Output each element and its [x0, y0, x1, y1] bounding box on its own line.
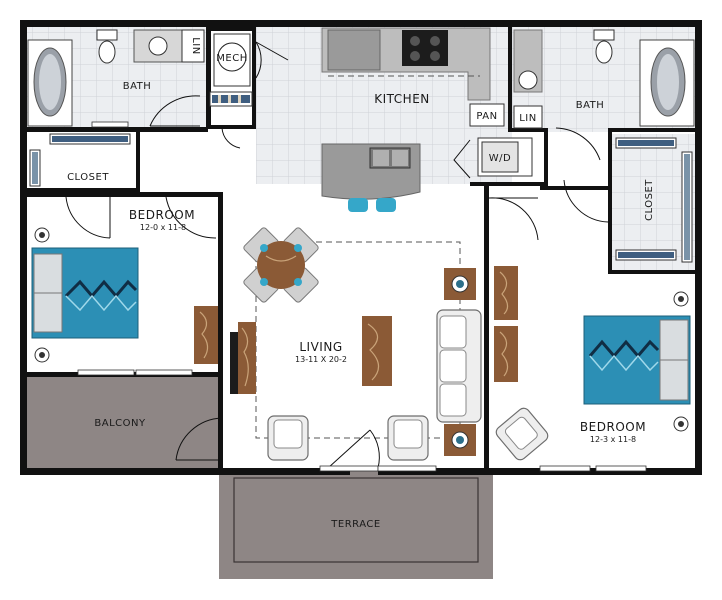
- shelf-books-mech: [212, 95, 250, 103]
- mech-room: MECH: [209, 33, 289, 149]
- bedroom-left-label: BEDROOM: [129, 208, 195, 222]
- washer-dryer: W/D: [477, 137, 533, 177]
- closet-right: CLOSET: [563, 137, 693, 263]
- lin-right-label: LIN: [519, 113, 537, 124]
- bath-left: LIN BATH: [27, 29, 205, 128]
- balcony: BALCONY: [26, 376, 223, 468]
- closet-left-label: CLOSET: [67, 172, 109, 183]
- dresser-right-bottom: [494, 326, 518, 382]
- armchair-left: [267, 415, 309, 461]
- toilet-left: [96, 29, 118, 64]
- bar-stools: [348, 198, 396, 212]
- lin-left-label: LIN: [190, 37, 201, 55]
- stove: [402, 30, 448, 66]
- sink-right: [518, 70, 538, 90]
- bedroom-left-dim: 12-0 x 11-8: [140, 223, 186, 232]
- armchair-right: [495, 407, 549, 461]
- sink-left: [148, 36, 168, 56]
- kitchen-sink-top: [327, 29, 381, 71]
- living-label: LIVING: [299, 340, 342, 354]
- bedroom-right-dim: 12-3 x 11-8: [590, 435, 636, 444]
- closet-left: CLOSET: [29, 133, 131, 187]
- bed-left: [31, 247, 139, 339]
- sofa: [436, 309, 482, 423]
- armchair-middle: [387, 415, 429, 461]
- side-table-top: [444, 268, 476, 300]
- kitchen: KITCHEN PAN W/D: [321, 27, 533, 212]
- living-dim: 13-11 X 20-2: [295, 355, 347, 364]
- dining-table: [243, 227, 319, 303]
- bath-right: LIN BATH: [513, 29, 695, 161]
- dresser-right-top: [494, 266, 518, 320]
- bedroom-right: BEDROOM 12-3 x 11-8: [488, 197, 691, 472]
- pan-label: PAN: [476, 111, 497, 122]
- toilet-right: [593, 29, 615, 64]
- dresser-left: [194, 306, 218, 364]
- terrace: TERRACE: [219, 471, 493, 579]
- bedroom-right-label: BEDROOM: [580, 420, 646, 434]
- bath-right-label: BATH: [576, 100, 605, 111]
- living: LIVING 13-11 X 20-2: [230, 227, 482, 472]
- balcony-label: BALCONY: [94, 418, 146, 429]
- bedroom-left: BEDROOM 12-0 x 11-8: [31, 196, 218, 376]
- kitchen-label: KITCHEN: [374, 92, 430, 106]
- wd-label: W/D: [489, 153, 511, 164]
- terrace-label: TERRACE: [330, 519, 380, 530]
- bath-left-label: BATH: [123, 81, 152, 92]
- bed-right: [583, 315, 691, 405]
- side-table-bottom: [444, 424, 476, 456]
- tv-console: [230, 322, 256, 394]
- mech-label: MECH: [216, 53, 247, 64]
- coffee-table: [362, 316, 392, 386]
- closet-right-label: CLOSET: [644, 179, 655, 221]
- kitchen-island: [321, 143, 421, 200]
